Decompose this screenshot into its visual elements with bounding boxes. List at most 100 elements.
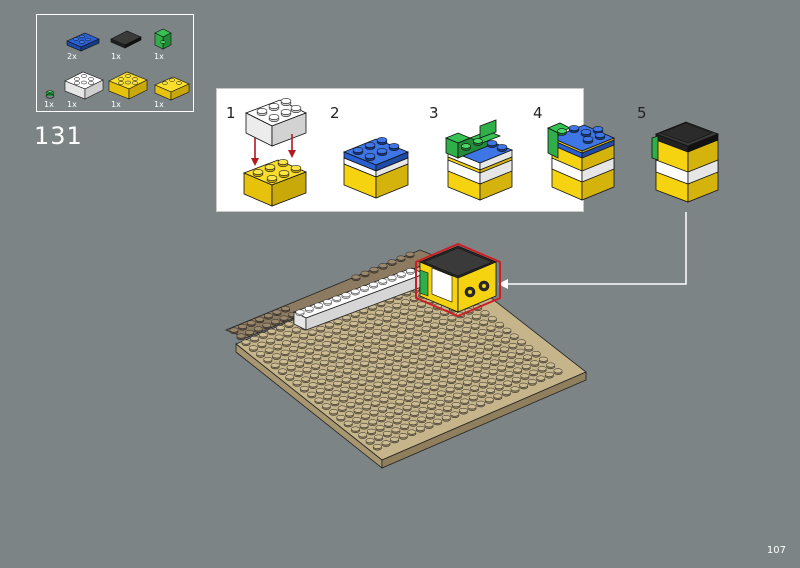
stud	[424, 307, 434, 314]
stud	[437, 328, 447, 335]
stud	[401, 352, 411, 359]
stud	[439, 371, 449, 379]
stud	[416, 363, 426, 371]
stud	[301, 376, 311, 384]
stud	[483, 344, 493, 351]
stud	[470, 323, 480, 330]
stud	[267, 328, 277, 336]
stud	[292, 380, 302, 387]
stud	[274, 334, 284, 342]
stud	[474, 357, 483, 364]
stud	[236, 333, 246, 341]
stud	[321, 350, 330, 358]
part-count: 1x	[111, 100, 121, 109]
stud	[383, 368, 393, 376]
stud	[498, 355, 508, 363]
stud	[497, 365, 507, 372]
stud	[536, 375, 546, 383]
stud	[484, 397, 494, 404]
stud	[478, 381, 488, 389]
stud	[348, 383, 358, 390]
stud	[279, 359, 289, 366]
stud	[444, 334, 454, 341]
stud	[455, 373, 465, 381]
stud	[452, 392, 462, 400]
stud	[427, 341, 437, 348]
stud	[402, 404, 412, 412]
stud	[378, 278, 388, 285]
stud	[515, 348, 525, 356]
stud	[418, 407, 428, 414]
stud	[413, 329, 422, 337]
stud	[374, 434, 384, 442]
stud	[520, 373, 530, 380]
stud	[324, 384, 334, 392]
stud	[477, 329, 487, 336]
stud	[272, 353, 281, 360]
stud	[404, 333, 414, 340]
stud	[394, 346, 404, 353]
stud	[333, 318, 343, 326]
stud	[394, 408, 403, 416]
stud	[431, 313, 441, 320]
stud	[476, 400, 486, 408]
stud	[441, 415, 451, 422]
stud	[433, 356, 443, 364]
stud	[330, 399, 340, 407]
stud	[337, 405, 347, 413]
stud	[329, 409, 339, 416]
stud	[397, 380, 407, 387]
stud	[419, 397, 429, 405]
stud	[465, 360, 475, 368]
stud	[313, 302, 323, 310]
page-number: 107	[766, 545, 786, 556]
stud	[354, 345, 364, 353]
stud	[361, 351, 371, 358]
stud	[405, 323, 415, 331]
stud	[400, 361, 410, 369]
stud	[360, 270, 370, 278]
stud	[453, 330, 463, 338]
stud	[339, 333, 349, 341]
stud	[391, 427, 401, 434]
stud	[438, 318, 448, 326]
stud	[238, 323, 248, 331]
stud	[366, 428, 376, 436]
stud	[489, 359, 499, 367]
stud	[382, 315, 392, 323]
stud	[413, 382, 423, 390]
stud	[451, 402, 461, 409]
stud	[422, 378, 432, 386]
stud	[290, 336, 300, 344]
stud	[435, 399, 445, 407]
stud	[296, 351, 306, 359]
stud	[398, 433, 408, 440]
stud	[530, 360, 540, 367]
stud	[438, 381, 448, 388]
stud	[427, 403, 437, 411]
stud	[495, 321, 505, 329]
stud	[425, 360, 434, 367]
stud	[466, 351, 476, 359]
stud	[449, 358, 459, 366]
stud	[331, 390, 341, 397]
stud	[373, 319, 383, 327]
stud	[289, 346, 299, 353]
stud	[415, 373, 425, 380]
stud	[399, 370, 409, 378]
stud	[383, 306, 393, 314]
stud	[471, 376, 481, 383]
stud	[356, 326, 366, 334]
stud	[305, 348, 315, 355]
stud	[480, 310, 490, 317]
stud	[417, 354, 427, 361]
stud	[285, 374, 295, 381]
stud	[377, 353, 387, 361]
stud	[471, 313, 481, 321]
stud	[302, 367, 312, 374]
stud	[273, 343, 283, 351]
stud	[351, 364, 361, 371]
stud	[257, 341, 267, 349]
stud	[333, 380, 342, 388]
stud	[279, 315, 289, 323]
